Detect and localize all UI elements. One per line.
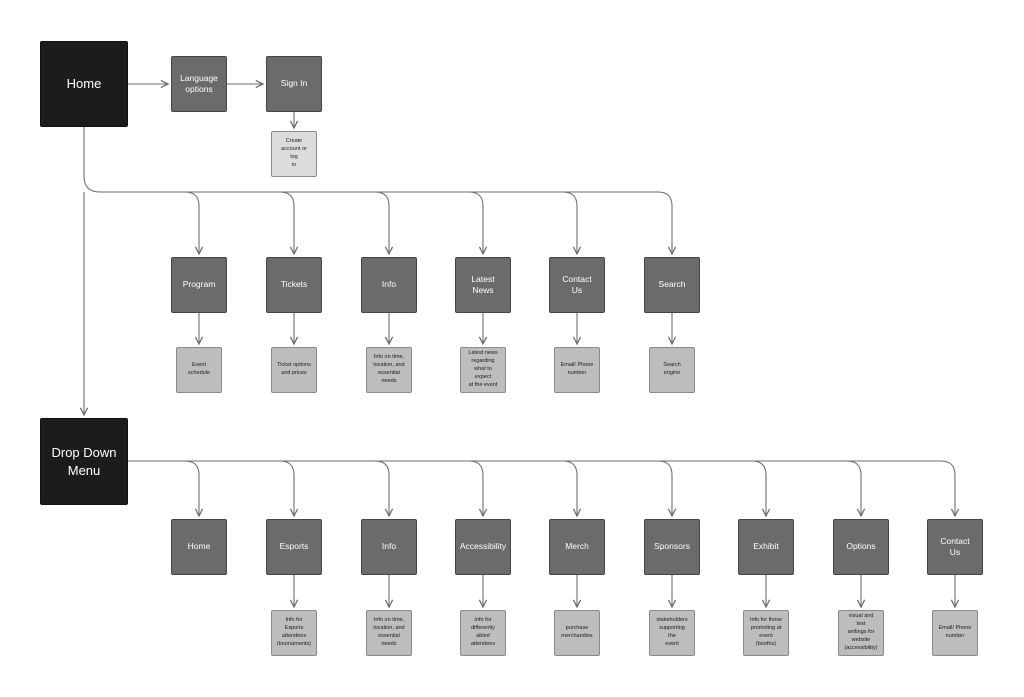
menu-branch-esports: Esports (266, 519, 322, 575)
menu-branch-contact-us: Contact Us (927, 519, 983, 575)
menu-branch-home: Home (171, 519, 227, 575)
menu-branch-merch: Merch (549, 519, 605, 575)
sign-in-node: Sign In (266, 56, 322, 112)
connector (279, 191, 294, 254)
connector (374, 191, 389, 254)
connector (657, 191, 672, 254)
connector (279, 460, 294, 516)
connector (83, 127, 658, 193)
home-detail-contact-us: Email/ Phone number (554, 347, 600, 393)
menu-branch-options: Options (833, 519, 889, 575)
menu-branch-exhibit: Exhibit (738, 519, 794, 575)
create-account-node: Create account or log in (271, 131, 317, 177)
connector (374, 460, 389, 516)
connector (751, 460, 766, 516)
menu-detail-exhibit: Info for those promoting at event (booth… (743, 610, 789, 656)
connector (468, 191, 483, 254)
home-branch-contact-us: Contact Us (549, 257, 605, 313)
connector (940, 460, 955, 516)
menu-detail-esports: Info for Esports attendees (tournaments) (271, 610, 317, 656)
menu-branch-accessibility: Accessibility (455, 519, 511, 575)
dropdown-menu-root-node: Drop Down Menu (40, 418, 128, 505)
connector (657, 460, 672, 516)
home-branch-program: Program (171, 257, 227, 313)
menu-detail-info: Info on time, location, and essential ne… (366, 610, 412, 656)
home-branch-tickets: Tickets (266, 257, 322, 313)
menu-detail-accessibility: Info for differently abled attendees (460, 610, 506, 656)
home-detail-info: Info on time, location, and essential ne… (366, 347, 412, 393)
menu-detail-options: visual and text settings for website (ac… (838, 610, 884, 656)
home-detail-search: Search engine (649, 347, 695, 393)
home-detail-program: Event schedule (176, 347, 222, 393)
home-branch-latest-news: Latest News (455, 257, 511, 313)
menu-branch-info: Info (361, 519, 417, 575)
connector (184, 460, 199, 516)
connector (184, 191, 199, 254)
connector (846, 460, 861, 516)
menu-branch-sponsors: Sponsors (644, 519, 700, 575)
home-root-node: Home (40, 41, 128, 127)
connector (468, 460, 483, 516)
home-branch-info: Info (361, 257, 417, 313)
home-detail-latest-news: Latest news regarding what to expect at … (460, 347, 506, 393)
home-branch-search: Search (644, 257, 700, 313)
connector (562, 191, 577, 254)
home-detail-tickets: Ticket options and prices (271, 347, 317, 393)
menu-detail-sponsors: stakeholders supporting the event (649, 610, 695, 656)
menu-detail-contact-us: Email/ Phone number (932, 610, 978, 656)
connector (562, 460, 577, 516)
language-options-node: Language options (171, 56, 227, 112)
menu-detail-merch: purchase merchandise (554, 610, 600, 656)
